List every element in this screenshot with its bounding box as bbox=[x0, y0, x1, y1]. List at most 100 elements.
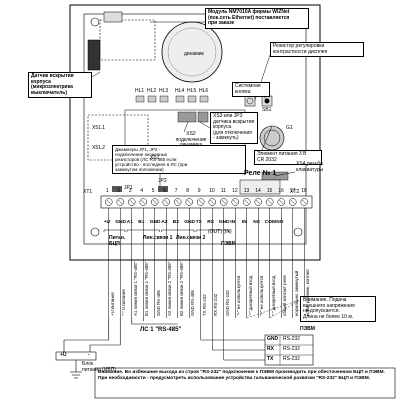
led-row bbox=[135, 95, 209, 103]
wire-label: B1 линия связи 1 "RS-485" bbox=[144, 261, 150, 316]
pc-wire bbox=[200, 318, 265, 341]
terminal-name: GND bbox=[149, 220, 161, 225]
pc-sig: RS-232 bbox=[283, 356, 300, 362]
terminal-number: 11 bbox=[220, 188, 226, 194]
power-source-label: Блок питания (ИБП) bbox=[82, 361, 116, 373]
callout-module: Модуль NM7010A фирмы WIZNet (пок.сеть Et… bbox=[205, 8, 309, 29]
tamper-switch bbox=[87, 39, 101, 71]
terminal-number: 10 bbox=[209, 188, 215, 194]
wire-label: A2 линия связи 2 "RS-485" bbox=[167, 261, 173, 316]
group-line2: Лин.связи 2 bbox=[176, 235, 206, 241]
wires bbox=[63, 208, 305, 361]
terminal-number: 17 bbox=[289, 188, 296, 194]
callout-resistor: Резистор регулировки контрастности диспл… bbox=[270, 42, 364, 58]
wire-label: A1 линия связи 1 "RS-485" bbox=[132, 261, 138, 316]
group-pc: ПЭВМ bbox=[221, 241, 236, 247]
terminal-number: 18 bbox=[301, 188, 307, 194]
xs1-label: XS1 bbox=[150, 155, 160, 161]
wire-label: "+" не используется bbox=[259, 275, 265, 316]
terminal-number: 8 bbox=[186, 188, 190, 194]
terminal-number: 2 bbox=[117, 188, 121, 194]
hl2-label: HL2 bbox=[147, 88, 157, 94]
led bbox=[159, 95, 169, 103]
battery-rim bbox=[263, 129, 281, 147]
x51-2-label: X51.2 bbox=[92, 145, 106, 151]
terminal-name: COM bbox=[264, 220, 276, 225]
group-power: Питан. БЦП bbox=[109, 235, 126, 247]
group-bracket bbox=[126, 229, 160, 232]
led bbox=[135, 95, 145, 103]
wire-label: RX RS-232 bbox=[213, 293, 219, 316]
wire-label: B2 линия связи 2 "RS-485" bbox=[178, 261, 184, 316]
power-plus: +U bbox=[60, 352, 67, 358]
contrast-resistor bbox=[244, 95, 256, 107]
hl5-label: HL5 bbox=[187, 88, 197, 94]
pc-pin: GND bbox=[267, 336, 279, 342]
ethernet-module-outline bbox=[99, 19, 156, 61]
led bbox=[175, 95, 185, 103]
terminal-number: 16 bbox=[278, 188, 284, 194]
wire-label: "+" не используется bbox=[236, 275, 242, 316]
pc-table bbox=[264, 334, 314, 366]
x51-1-label: X51.1 bbox=[92, 125, 106, 131]
power-minus: - bbox=[88, 352, 90, 358]
pc-wire bbox=[223, 318, 265, 361]
wire-label: +U питания bbox=[109, 292, 115, 316]
pc-wire bbox=[212, 318, 265, 351]
board-outline bbox=[83, 13, 307, 245]
hl1-label: HL1 bbox=[135, 88, 145, 94]
terminal-number: 15 bbox=[266, 188, 273, 194]
callout-tamper: Датчик вскрытия корпуса (микроэлектрика … bbox=[28, 72, 92, 99]
g1-label: G1 bbox=[286, 125, 293, 131]
xt2-label: XT2 bbox=[290, 189, 300, 195]
callout-jumpers: Джамперы JP1, JP2 - подключение оконечны… bbox=[112, 145, 246, 174]
hl6-label: HL6 bbox=[199, 88, 209, 94]
wire-label: GND RS-232 bbox=[224, 290, 230, 316]
terminal-number: 3 bbox=[128, 188, 132, 194]
pc-table-title: ПЭВМ bbox=[300, 326, 315, 332]
wire-label: нормально замкнутый bbox=[293, 270, 299, 316]
terminal-name: GND bbox=[115, 220, 126, 225]
sb1-label: SB1 bbox=[262, 107, 272, 113]
terminal-number: 5 bbox=[151, 188, 155, 194]
wire-label: "-" дискретный вход bbox=[247, 275, 253, 316]
jp1-jumper bbox=[112, 186, 122, 192]
warning-box bbox=[94, 367, 396, 399]
terminal-name: GND bbox=[218, 220, 230, 225]
mount-hole bbox=[90, 227, 100, 237]
relay bbox=[239, 179, 281, 195]
group-bracket bbox=[195, 229, 229, 232]
terminal-name: A2 bbox=[161, 220, 168, 225]
terminal-name: IN bbox=[230, 220, 236, 225]
wire-label: TX RS-232 bbox=[201, 294, 207, 316]
contrast-resistor-knob bbox=[246, 97, 254, 105]
terminal-name: NC bbox=[253, 220, 261, 225]
power-wire-minus bbox=[89, 318, 121, 352]
speaker-inner bbox=[167, 27, 217, 77]
led bbox=[199, 95, 209, 103]
terminal-number: 13 bbox=[243, 188, 250, 194]
callout-xs3: XS3 или JP3 датчика вскрытия корпуса (дл… bbox=[210, 112, 258, 144]
out-in-label: (OUT) (IN) bbox=[208, 229, 232, 235]
terminal-name: NO bbox=[276, 220, 284, 225]
input-leader bbox=[269, 299, 301, 319]
terminal-name: +U bbox=[103, 220, 111, 225]
wire-label: GND RS-485 bbox=[155, 290, 161, 316]
jp1-label: JP1 bbox=[124, 185, 133, 191]
jp2-label: JP2 bbox=[158, 178, 167, 184]
terminal-number: 14 bbox=[255, 188, 261, 194]
warning-text: Внимание. Во избежание выхода из строя "… bbox=[98, 370, 385, 381]
terminal-number: 12 bbox=[232, 188, 238, 194]
wire-label: норм. разомкн. контакт bbox=[305, 268, 311, 316]
pc-pin: RX bbox=[267, 346, 274, 352]
mount-hole bbox=[293, 227, 303, 237]
mount-hole bbox=[90, 17, 100, 27]
terminal-name: B2 bbox=[172, 220, 179, 225]
terminal-name: GND bbox=[184, 220, 195, 225]
terminal-number: 6 bbox=[163, 188, 167, 194]
terminal-name: B1 bbox=[138, 220, 145, 225]
terminal-number: 4 bbox=[140, 188, 144, 194]
pc-sig: RS-232 bbox=[283, 346, 300, 352]
callout-xs4: XS4 резьба клавиатуры bbox=[296, 161, 324, 173]
